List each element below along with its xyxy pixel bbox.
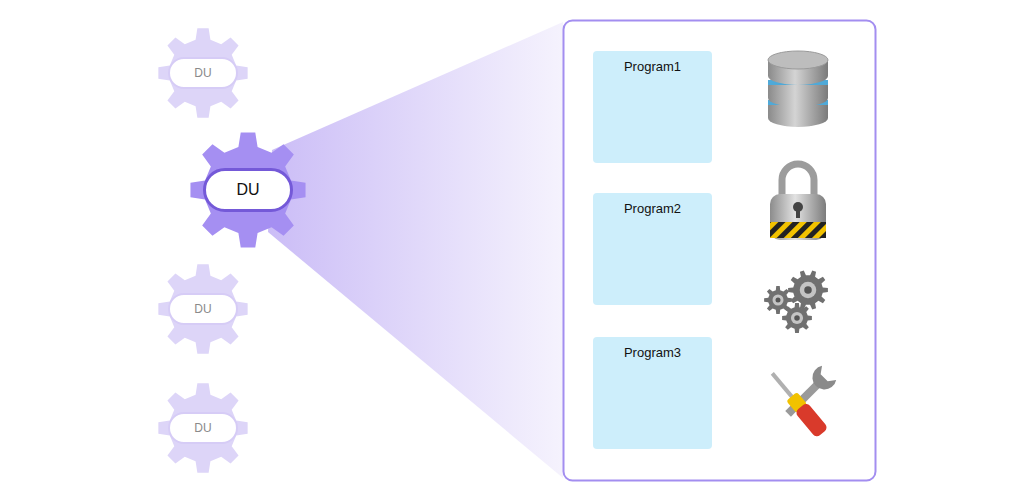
zoom-wedge (268, 22, 563, 478)
lock-icon (770, 164, 826, 240)
du-unit: DU (203, 168, 293, 212)
unit-label: DU (236, 181, 259, 199)
gear-shape (158, 383, 247, 472)
unit-label: DU (194, 302, 211, 316)
du-unit: DU (168, 412, 238, 444)
detail-panel (564, 21, 876, 481)
du-unit: DU (168, 57, 238, 89)
gear-shape (158, 28, 247, 117)
unit-label: DU (194, 421, 211, 435)
gear-shapes (158, 28, 305, 472)
gears-icon (764, 270, 828, 332)
program-box: Program2 (593, 193, 712, 305)
program-box: Program3 (593, 337, 712, 449)
program-title: Program2 (593, 201, 712, 216)
tools-icon (766, 364, 837, 438)
program-title: Program1 (593, 59, 712, 74)
gear-shape (158, 264, 247, 353)
database-icon (768, 51, 828, 127)
gear-shape (190, 132, 305, 247)
program-box: Program1 (593, 51, 712, 163)
du-unit: DU (168, 293, 238, 325)
program-title: Program3 (593, 345, 712, 360)
unit-label: DU (194, 66, 211, 80)
